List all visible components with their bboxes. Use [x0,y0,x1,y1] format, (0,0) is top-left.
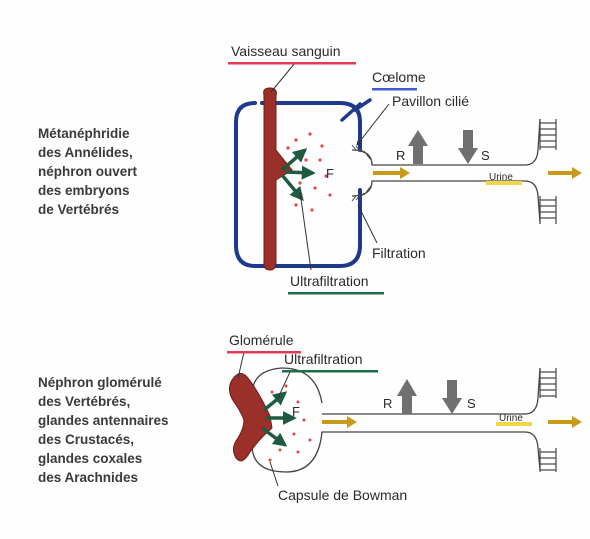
filtrate-dots [268,384,312,462]
top-caption: Métanéphridie des Annélides, néphron ouv… [38,124,238,219]
ultrafiltration-arrow [260,426,288,447]
r-label: R [383,396,392,411]
ultrafiltration-label: Ultrafiltration [284,351,363,367]
f-label: F [326,166,334,181]
bottom-caption-line: des Arachnides [38,470,139,485]
glomerulus-label: Glomérule [229,332,294,348]
up-arrow-icon [397,379,417,414]
filtrate-dots [286,132,332,212]
glomerulus-underline [227,351,301,354]
f-label: F [292,404,300,419]
bottom-caption-line: glandes coxales [38,451,143,466]
ladder-icon [539,448,557,472]
bottom-caption-line: des Crustacés, [38,432,135,447]
bottom-diagram: Glomérule Ultrafiltration R S F Urine Ca… [227,332,582,503]
top-caption-line: néphron ouvert [38,164,138,179]
ultrafiltration-arrow [280,173,304,202]
blood-vessel [263,87,293,271]
leader-line [237,351,245,379]
funnel-lower-wall [351,180,541,223]
coelom-outline [234,101,362,268]
cilia-upper [351,144,372,161]
urine-label: Urine [489,172,513,183]
bottom-caption: Néphron glomérulé des Vertébrés, glandes… [38,373,238,487]
up-arrow-icon [408,130,428,164]
funnel-upper-wall [351,118,541,166]
filtration-label: Filtration [372,245,426,261]
leader-line [356,103,390,146]
r-label: R [396,148,405,163]
s-label: S [467,396,476,411]
urine-highlight [486,181,522,185]
leader-line [269,461,279,487]
ladder-icon [539,368,557,398]
bottom-caption-line: glandes antennaires [38,413,169,428]
down-arrow-icon [442,380,462,414]
leader-line [357,204,378,244]
urine-flow-arrow-icon [322,416,357,428]
down-arrow-icon [458,130,478,164]
vessel-underline [228,62,356,65]
urine-flow-arrow-icon [548,167,582,179]
urine-flow-arrow-icon [373,167,410,179]
urine-flow-arrow-icon [548,416,582,428]
ladder-icon [539,119,557,150]
leader-line [270,62,296,93]
top-caption-line: de Vertébrés [38,202,120,217]
bowman-capsule [251,367,541,473]
ultrafiltration-arrows [260,391,297,447]
coelom-label: Cœlome [372,69,426,85]
cilia-lower [351,185,372,202]
top-caption-line: des embryons [38,183,130,198]
coelom-underline [372,88,417,91]
ultrafiltration-arrows [280,148,316,202]
bottom-caption-line: des Vertébrés, [38,394,131,409]
ladder-icon [539,196,557,224]
urine-highlight [496,422,532,426]
ultrafiltration-underline [282,370,378,373]
top-caption-line: Métanéphridie [38,126,130,141]
funnel-label: Pavillon cilié [392,93,469,109]
s-label: S [481,148,490,163]
ultrafiltration-arrow [284,165,316,180]
capsule-label: Capsule de Bowman [278,487,407,503]
ultrafiltration-label: Ultrafiltration [290,273,369,289]
ultrafiltration-arrow [262,391,288,412]
coelom-pointer [340,98,372,122]
ultrafiltration-arrow [280,148,308,172]
top-diagram: Vaisseau sanguin Cœlome Pavillon cilié R… [228,43,582,295]
urine-label: Urine [499,413,523,424]
leader-line [299,191,312,271]
bottom-caption-line: Néphron glomérulé [38,375,162,390]
leader-line [277,371,291,399]
vessel-label: Vaisseau sanguin [231,43,340,59]
top-caption-line: des Annélides, [38,145,133,160]
ultrafiltration-underline [288,292,384,295]
glomerulus-vessel [228,373,273,462]
